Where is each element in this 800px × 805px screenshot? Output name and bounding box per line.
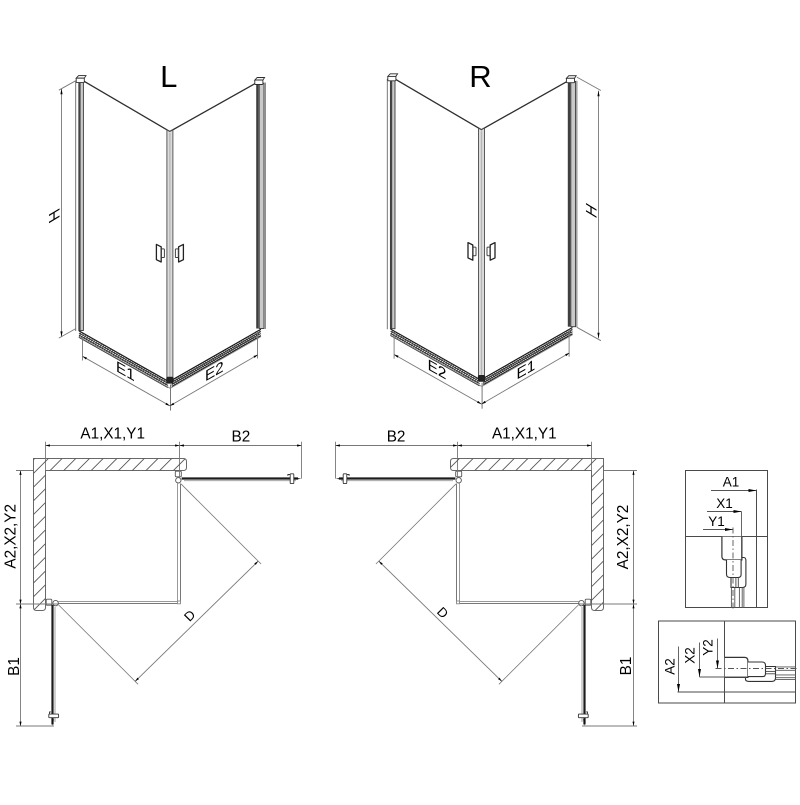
svg-text:A1: A1 — [723, 475, 740, 490]
svg-text:B2: B2 — [387, 428, 406, 445]
svg-text:X2: X2 — [683, 647, 698, 664]
svg-text:R: R — [469, 59, 491, 94]
svg-text:A2,X2,Y2: A2,X2,Y2 — [615, 505, 632, 570]
svg-text:X1: X1 — [716, 496, 733, 511]
svg-text:B1: B1 — [6, 657, 23, 676]
svg-text:L: L — [160, 59, 177, 94]
svg-text:A2: A2 — [662, 658, 677, 675]
svg-text:A2,X2,Y2: A2,X2,Y2 — [3, 504, 20, 569]
svg-text:A1,X1,Y1: A1,X1,Y1 — [492, 426, 557, 443]
svg-text:Y1: Y1 — [708, 514, 725, 529]
svg-text:Y2: Y2 — [701, 639, 716, 656]
svg-text:A1,X1,Y1: A1,X1,Y1 — [80, 426, 145, 443]
svg-text:B2: B2 — [232, 428, 251, 445]
svg-text:B1: B1 — [618, 657, 635, 676]
